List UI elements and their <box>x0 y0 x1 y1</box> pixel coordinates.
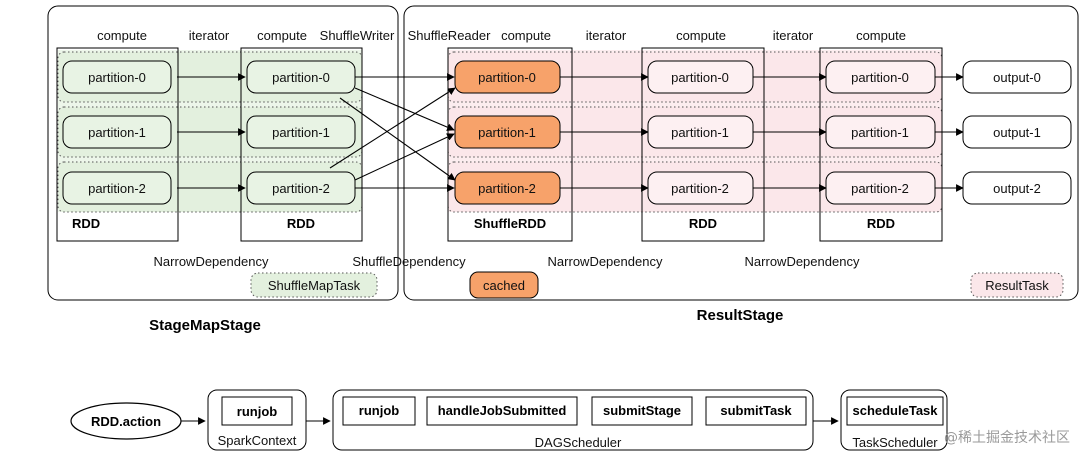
rdd-label: RDD <box>867 216 895 231</box>
partition-label: partition-2 <box>851 181 909 196</box>
dag-method-handle-job-submitted <box>426 396 578 426</box>
partition-box <box>825 60 936 94</box>
partition-box <box>62 115 172 149</box>
shuffle-rdd-container <box>447 47 573 242</box>
label-iterator: iterator <box>773 28 814 43</box>
label-shuffle-reader: ShuffleReader <box>408 28 492 43</box>
dag-method-label: handleJobSubmitted <box>438 403 567 418</box>
partition-box <box>246 115 356 149</box>
partition-label: partition-2 <box>478 181 536 196</box>
result-rdd1: partition-0 partition-1 partition-2 RDD <box>647 60 754 231</box>
partition-label: partition-1 <box>851 125 909 140</box>
output-box <box>962 60 1072 94</box>
top-labels: compute iterator compute ShuffleWriter S… <box>97 28 906 43</box>
rdd-label: RDD <box>72 216 100 231</box>
partition-label: partition-1 <box>272 125 330 140</box>
partition-label: partition-1 <box>478 125 536 140</box>
partition-label: partition-2 <box>671 181 729 196</box>
label-compute: compute <box>676 28 726 43</box>
narrow-dependency-label: NarrowDependency <box>154 254 269 269</box>
label-compute: compute <box>501 28 551 43</box>
partition-label: partition-0 <box>671 70 729 85</box>
outputs: output-0 output-1 output-2 <box>962 60 1072 205</box>
partition-box <box>825 115 936 149</box>
dag-scheduler-label: DAGScheduler <box>535 435 622 450</box>
rdd2-container <box>240 47 363 242</box>
rdd-label: ShuffleRDD <box>474 216 546 231</box>
narrow-dependency-label: NarrowDependency <box>548 254 663 269</box>
label-compute: compute <box>856 28 906 43</box>
output-label: output-0 <box>993 70 1041 85</box>
task-scheduler-method-box <box>846 396 944 426</box>
cached-badge <box>469 271 539 299</box>
partition-box-cached <box>454 60 561 94</box>
result-stage-title: ResultStage <box>697 307 784 324</box>
partition-label: partition-0 <box>272 70 330 85</box>
job-submission-flow: RDD.action runjob SparkContext runjob ha… <box>70 389 948 451</box>
dag-method-label: submitStage <box>603 403 681 418</box>
label-compute: compute <box>257 28 307 43</box>
result-task-label: ResultTask <box>985 278 1049 293</box>
result-rdd2: partition-0 partition-1 partition-2 RDD <box>825 60 936 231</box>
rdd-containers <box>56 47 943 242</box>
cached-label: cached <box>483 278 525 293</box>
spark-context-label: SparkContext <box>218 433 297 448</box>
dag-method-label: runjob <box>359 403 399 418</box>
shuffle-dependency-label: ShuffleDependency <box>352 254 466 269</box>
partition-label: partition-1 <box>671 125 729 140</box>
partition-label: partition-1 <box>88 125 146 140</box>
arrows <box>177 73 964 192</box>
result-task-badge <box>970 272 1064 298</box>
task-scheduler-method: scheduleTask <box>852 403 938 418</box>
dependency-labels: NarrowDependency ShuffleDependency Narro… <box>154 254 860 269</box>
partition-label: partition-0 <box>851 70 909 85</box>
stage-map-rdd2: partition-0 partition-1 partition-2 RDD <box>246 60 356 231</box>
partition-label: partition-0 <box>478 70 536 85</box>
label-shuffle-writer: ShuffleWriter <box>320 28 395 43</box>
partition-box <box>647 171 754 205</box>
dag-method-runjob <box>342 396 416 426</box>
partition-box <box>647 115 754 149</box>
shuffle-map-task-label: ShuffleMapTask <box>268 278 361 293</box>
partition-box-cached <box>454 171 561 205</box>
rdd-label: RDD <box>689 216 717 231</box>
dag-method-submit-stage <box>591 396 693 426</box>
rdd-label: RDD <box>287 216 315 231</box>
label-iterator: iterator <box>189 28 230 43</box>
rdd1-container <box>56 47 179 242</box>
stage-map-stage-title: StageMapStage <box>149 317 261 334</box>
spark-context-method: runjob <box>237 404 277 419</box>
result-rdd1-container <box>641 47 765 242</box>
partition-box <box>246 171 356 205</box>
spark-context-runjob <box>221 396 293 426</box>
partition-label: partition-2 <box>88 181 146 196</box>
partition-box <box>647 60 754 94</box>
partition-label: partition-0 <box>88 70 146 85</box>
label-compute: compute <box>97 28 147 43</box>
stage-map-stage-frame <box>47 5 399 301</box>
output-box <box>962 171 1072 205</box>
task-scheduler-label: TaskScheduler <box>852 435 938 450</box>
shuffle-rdd: partition-0 partition-1 partition-2 Shuf… <box>454 60 561 231</box>
partition-box <box>246 60 356 94</box>
output-box <box>962 115 1072 149</box>
narrow-dependency-label: NarrowDependency <box>745 254 860 269</box>
output-label: output-1 <box>993 125 1041 140</box>
partition-box-cached <box>454 115 561 149</box>
stage-map-rdd1: partition-0 partition-1 partition-2 RDD <box>62 60 172 231</box>
partition-label: partition-2 <box>272 181 330 196</box>
watermark-text: @稀土掘金技术社区 <box>944 430 1070 446</box>
dag-method-submit-task <box>705 396 807 426</box>
partition-box <box>62 60 172 94</box>
result-stage-frame <box>403 5 1079 301</box>
rdd-action-label: RDD.action <box>91 414 161 429</box>
dag-method-label: submitTask <box>720 403 792 418</box>
label-iterator: iterator <box>586 28 627 43</box>
result-rdd2-container <box>819 47 943 242</box>
output-label: output-2 <box>993 181 1041 196</box>
partition-box <box>62 171 172 205</box>
partition-box <box>825 171 936 205</box>
shuffle-map-task-badge <box>250 272 378 298</box>
